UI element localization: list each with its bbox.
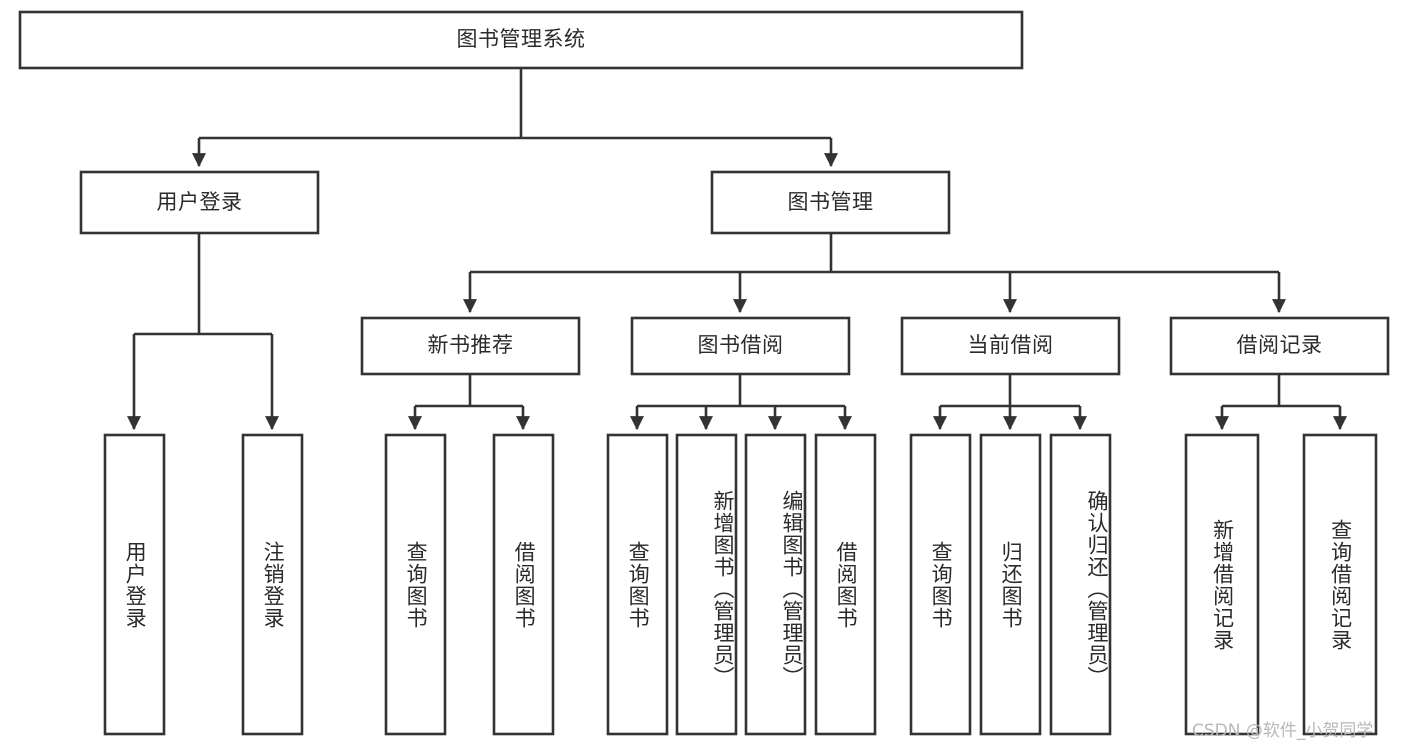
node-box-user-login <box>79 170 320 235</box>
csdn-watermark: CSDN @软件_小贺同学 <box>1192 721 1374 741</box>
node-box-leaf-borrow-0 <box>606 433 669 736</box>
node-box-leaf-newbook-0 <box>384 433 447 736</box>
node-box-borrow-record <box>1169 316 1390 376</box>
node-box-root <box>18 10 1024 70</box>
node-box-leaf-user-login-0 <box>103 433 166 736</box>
node-box-leaf-record-0 <box>1184 433 1260 736</box>
node-box-new-book <box>360 316 581 376</box>
node-box-leaf-current-2 <box>1049 433 1112 736</box>
node-box-leaf-user-login-1 <box>241 433 304 736</box>
node-box-leaf-current-0 <box>909 433 972 736</box>
node-box-leaf-borrow-2 <box>744 433 807 736</box>
node-box-leaf-record-1 <box>1302 433 1378 736</box>
node-box-book-borrow <box>630 316 851 376</box>
node-box-leaf-current-1 <box>979 433 1042 736</box>
node-box-leaf-borrow-3 <box>814 433 877 736</box>
node-box-current-borrow <box>900 316 1121 376</box>
node-box-book-manage <box>710 170 951 235</box>
node-box-leaf-borrow-1 <box>675 433 738 736</box>
node-box-leaf-newbook-1 <box>492 433 555 736</box>
